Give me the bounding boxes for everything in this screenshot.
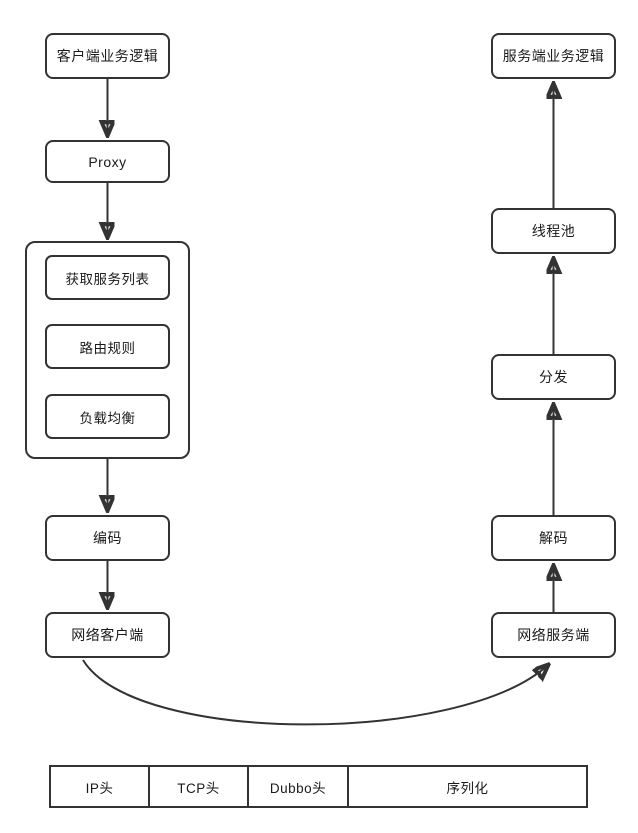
node-label: 分发 xyxy=(539,369,568,385)
node-proxy[interactable]: Proxy xyxy=(45,140,170,183)
packet-layout-table: IP头 TCP头 Dubbo头 序列化 xyxy=(49,765,588,808)
edge-network-curve xyxy=(82,659,548,726)
node-load-balance[interactable]: 负载均衡 xyxy=(45,394,170,439)
node-label: 编码 xyxy=(93,530,122,546)
packet-cell-label: 序列化 xyxy=(446,780,489,796)
node-encode[interactable]: 编码 xyxy=(45,515,170,561)
packet-cell-dubbo-header[interactable]: Dubbo头 xyxy=(249,767,349,806)
packet-cell-serialization[interactable]: 序列化 xyxy=(349,767,586,806)
packet-cell-label: IP头 xyxy=(85,780,114,796)
node-get-service-list[interactable]: 获取服务列表 xyxy=(45,255,170,300)
node-decode[interactable]: 解码 xyxy=(491,515,616,561)
node-network-client[interactable]: 网络客户端 xyxy=(45,612,170,658)
packet-cell-ip-header[interactable]: IP头 xyxy=(51,767,150,806)
packet-cell-label: TCP头 xyxy=(177,780,220,796)
node-label: 解码 xyxy=(539,530,568,546)
node-client-business-logic[interactable]: 客户端业务逻辑 xyxy=(45,33,170,79)
packet-cell-label: Dubbo头 xyxy=(269,780,327,796)
node-thread-pool[interactable]: 线程池 xyxy=(491,208,616,254)
node-label: 服务端业务逻辑 xyxy=(502,48,605,64)
node-label: 负载均衡 xyxy=(79,410,136,426)
node-label: 网络服务端 xyxy=(517,627,590,643)
node-dispatch[interactable]: 分发 xyxy=(491,354,616,400)
node-label: 客户端业务逻辑 xyxy=(56,48,159,64)
node-label: 网络客户端 xyxy=(71,627,144,643)
node-route-rule[interactable]: 路由规则 xyxy=(45,324,170,369)
node-network-server[interactable]: 网络服务端 xyxy=(491,612,616,658)
node-label: 线程池 xyxy=(531,223,576,239)
packet-cell-tcp-header[interactable]: TCP头 xyxy=(150,767,249,806)
node-label: 路由规则 xyxy=(79,340,136,356)
node-label: 获取服务列表 xyxy=(65,271,150,287)
node-server-business-logic[interactable]: 服务端业务逻辑 xyxy=(491,33,616,79)
node-label: Proxy xyxy=(88,153,127,170)
